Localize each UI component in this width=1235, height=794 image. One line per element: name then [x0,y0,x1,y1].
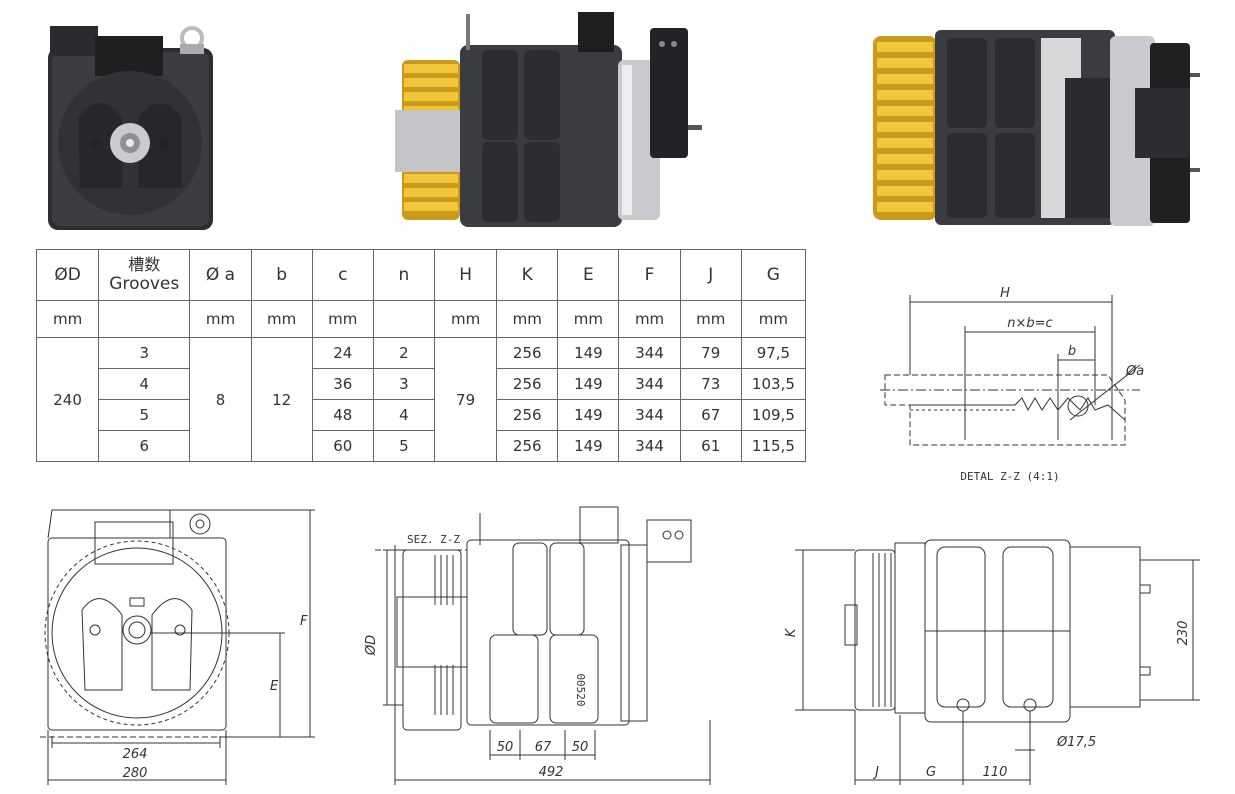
cell-c: 48 [311,399,374,431]
header-c: c [311,249,374,301]
cell-grooves: 5 [98,399,191,431]
cell-j: 67 [679,399,742,431]
top-230-label: 230 [1176,621,1191,646]
table-unit-row: mm mm mm mm mm mm mm mm mm mm [35,300,807,338]
unit-cell [98,300,191,338]
table-row: 6 60 5 256 149 344 61 115,5 [37,430,807,462]
cell-h: 79 [434,337,498,462]
cell-grooves: 4 [98,368,191,400]
header-g: G [740,249,807,301]
table-row: 4 36 3 256 149 344 73 103,5 [37,368,807,400]
detail-nxb-label: n×b=c [1007,316,1052,331]
top-110-label: 110 [983,765,1008,780]
cell-e: 149 [557,430,620,462]
header-grooves-en: Grooves [109,274,180,294]
cell-grooves: 3 [98,337,191,369]
cell-k: 256 [496,337,559,369]
side-492-label: 492 [539,765,564,780]
header-j: J [679,249,742,301]
front-view-drawing: F E 264 280 [40,509,315,785]
top-view-drawing: K 230 Ø17,5 J G 110 [784,539,1200,785]
cell-f: 344 [618,399,681,431]
side-part-label: 00520 [574,673,587,706]
cell-grooves: 6 [98,430,191,462]
top-175-label: Ø17,5 [1056,735,1096,750]
cell-n: 4 [372,399,436,431]
cell-g: 109,5 [740,399,807,431]
detail-caption: DETAL Z-Z (4:1) [960,470,1059,483]
unit-cell: mm [618,300,681,338]
unit-cell: mm [496,300,559,338]
cell-g: 97,5 [740,337,807,369]
header-d: ØD [35,249,100,301]
top-j-label: J [872,765,879,780]
cell-b: 12 [250,337,313,462]
cell-c: 60 [311,430,374,462]
cell-g: 115,5 [740,430,807,462]
side-sez-label: SEZ. Z-Z [407,533,460,546]
side-50a-label: 50 [497,740,514,755]
detail-zz-drawing: H n×b=c b Øa DETAL Z-Z (4:1) [880,286,1144,483]
unit-cell: mm [311,300,374,338]
cell-e: 149 [557,368,620,400]
header-n: n [372,249,436,301]
top-g-label: G [926,765,936,780]
side-view-drawing: SEZ. Z-Z ØD 50 67 50 492 00520 [364,506,711,785]
front-264-label: 264 [123,747,148,762]
cell-c: 36 [311,368,374,400]
header-h: H [434,249,498,301]
unit-cell: mm [189,300,252,338]
unit-cell: mm [740,300,807,338]
detail-h-label: H [1000,286,1010,301]
cell-k: 256 [496,399,559,431]
cell-f: 344 [618,368,681,400]
cell-a: 8 [189,337,252,462]
header-k: K [496,249,559,301]
table-row: 5 48 4 256 149 344 67 109,5 [37,399,807,431]
top-k-label: K [784,627,799,637]
header-f: F [618,249,681,301]
detail-a-label: Øa [1125,364,1144,379]
side-50b-label: 50 [572,740,589,755]
unit-cell: mm [557,300,620,338]
front-280-label: 280 [123,766,148,781]
header-b: b [250,249,313,301]
side-67-label: 67 [535,740,552,755]
unit-cell: mm [434,300,498,338]
unit-cell: mm [250,300,313,338]
cell-j: 79 [679,337,742,369]
detail-b-label: b [1068,344,1076,359]
motor-top-photo [873,30,1200,226]
motor-side-photo [395,12,702,227]
cell-f: 344 [618,430,681,462]
cell-d: 240 [35,337,100,462]
cell-c: 24 [311,337,374,369]
unit-cell: mm [35,300,100,338]
cell-n: 5 [372,430,436,462]
unit-cell [372,300,436,338]
cell-k: 256 [496,368,559,400]
front-f-label: F [300,614,308,629]
cell-n: 2 [372,337,436,369]
side-d-label: ØD [364,635,379,656]
cell-j: 73 [679,368,742,400]
cell-e: 149 [557,337,620,369]
header-grooves-cn: 槽数 [128,255,161,274]
cell-f: 344 [618,337,681,369]
unit-cell: mm [679,300,742,338]
cell-n: 3 [372,368,436,400]
cell-g: 103,5 [740,368,807,400]
cell-k: 256 [496,430,559,462]
motor-front-photo [48,26,213,230]
table-row: 240 3 8 12 24 2 79 256 149 344 79 97,5 [35,337,807,462]
cell-e: 149 [557,399,620,431]
header-e: E [557,249,620,301]
cell-j: 61 [679,430,742,462]
header-a: Ø a [189,249,252,301]
front-e-label: E [270,679,279,694]
